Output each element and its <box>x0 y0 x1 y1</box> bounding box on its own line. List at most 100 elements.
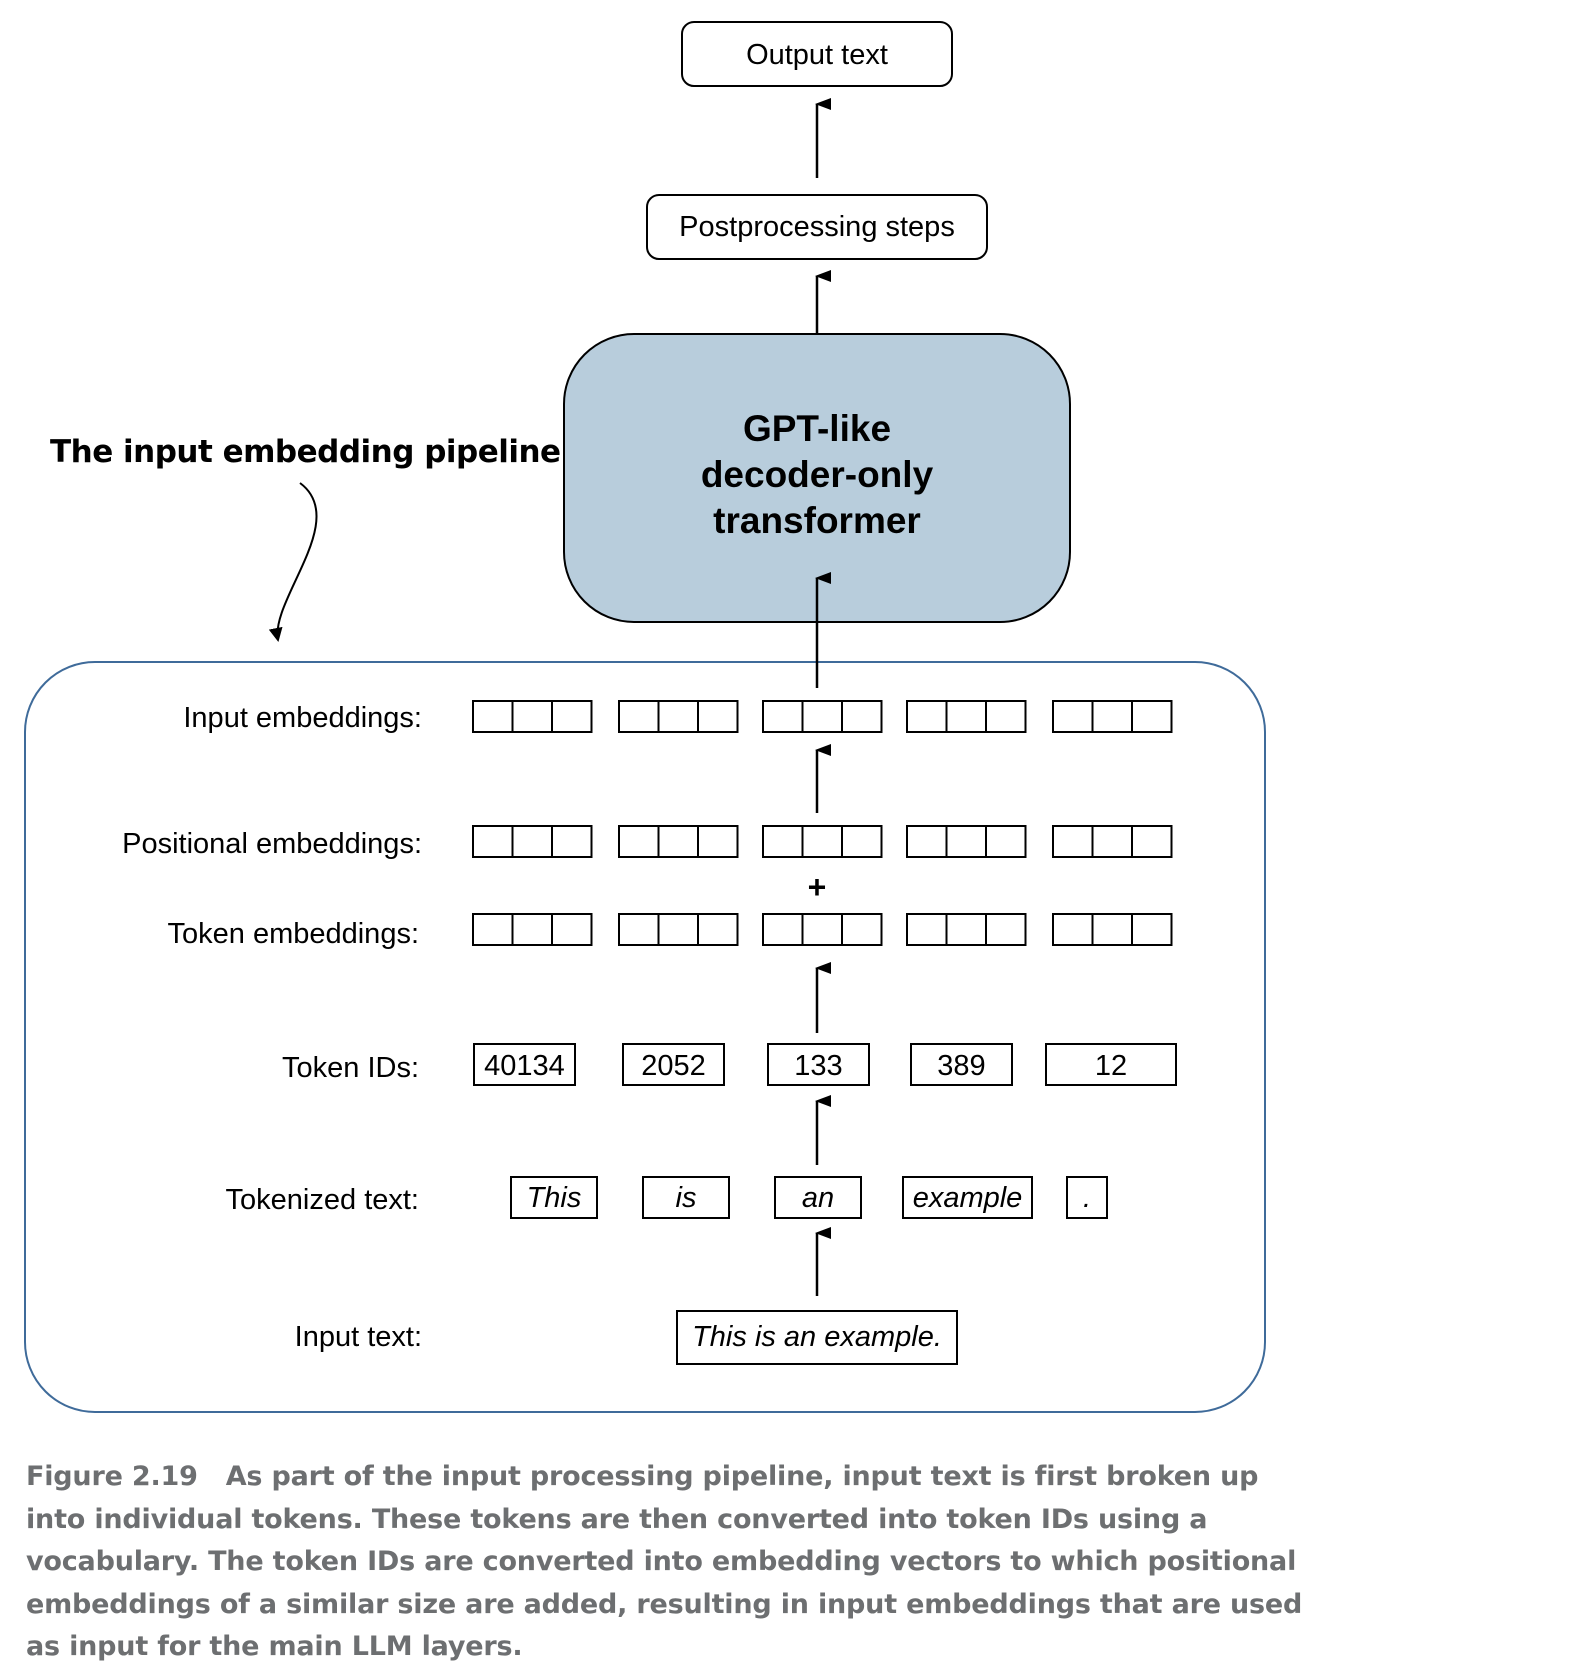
token-embedding-cell <box>551 913 593 946</box>
token-text: example <box>913 1182 1023 1214</box>
positional-embedding-cell <box>472 825 514 858</box>
positional-embedding-cell <box>618 825 660 858</box>
token-box: an <box>774 1176 862 1219</box>
token-embedding-cell <box>697 913 739 946</box>
input-text-node: This is an example. <box>676 1310 958 1365</box>
input-embedding-cell <box>618 700 660 733</box>
token-embedding-vector <box>1052 913 1173 946</box>
pipeline-title-pointer-arrow <box>268 482 318 642</box>
row-label-tokenized-text: Tokenized text: <box>226 1184 419 1216</box>
token-embeddings-row <box>472 913 1173 946</box>
row-label-input-text: Input text: <box>295 1321 422 1353</box>
row-label-token-ids: Token IDs: <box>282 1052 419 1084</box>
token-embedding-cell <box>1052 913 1094 946</box>
positional-embedding-cell <box>1091 825 1133 858</box>
token-embedding-cell <box>657 913 699 946</box>
input-embedding-cell <box>906 700 948 733</box>
token-text: This <box>527 1182 582 1214</box>
token-embedding-cell <box>906 913 948 946</box>
positional-embeddings-row <box>472 825 1173 858</box>
positional-embedding-cell <box>1052 825 1094 858</box>
positional-embedding-vector <box>1052 825 1173 858</box>
pipeline-container <box>24 661 1266 1413</box>
token-box: This <box>510 1176 598 1219</box>
postprocessing-node: Postprocessing steps <box>646 194 988 260</box>
token-embedding-cell <box>618 913 660 946</box>
token-text: is <box>676 1182 697 1214</box>
input-embedding-cell <box>801 700 843 733</box>
transformer-node: GPT-like decoder-only transformer <box>563 333 1071 623</box>
row-label-input-embeddings: Input embeddings: <box>183 702 422 734</box>
positional-embedding-cell <box>841 825 883 858</box>
token-id-box: 40134 <box>473 1043 576 1086</box>
token-embedding-cell <box>511 913 553 946</box>
positional-embedding-cell <box>801 825 843 858</box>
plus-sign: + <box>808 869 827 905</box>
input-embedding-cell <box>1131 700 1173 733</box>
token-embedding-cell <box>762 913 804 946</box>
positional-embedding-cell <box>1131 825 1173 858</box>
token-embedding-vector <box>472 913 593 946</box>
positional-embedding-vector <box>762 825 883 858</box>
positional-embedding-cell <box>906 825 948 858</box>
token-box: example <box>902 1176 1033 1219</box>
token-id-value: 12 <box>1095 1050 1127 1082</box>
token-id-box: 389 <box>910 1043 1013 1086</box>
tokenized-text-row: This is an example. <box>510 1176 1108 1219</box>
input-embedding-vector <box>472 700 593 733</box>
token-embedding-cell <box>472 913 514 946</box>
input-embedding-vector <box>762 700 883 733</box>
token-text: an <box>802 1182 834 1214</box>
row-label-token-embeddings: Token embeddings: <box>168 918 420 950</box>
positional-embedding-cell <box>657 825 699 858</box>
input-embedding-vector <box>618 700 739 733</box>
output-text-label: Output text <box>746 39 888 71</box>
positional-embedding-vector <box>618 825 739 858</box>
token-id-box: 12 <box>1045 1043 1177 1086</box>
positional-embedding-cell <box>945 825 987 858</box>
token-embedding-vector <box>762 913 883 946</box>
token-embedding-vector <box>618 913 739 946</box>
token-embedding-cell <box>945 913 987 946</box>
token-embedding-cell <box>985 913 1027 946</box>
token-text: . <box>1083 1182 1091 1214</box>
token-embedding-cell <box>801 913 843 946</box>
token-id-box: 2052 <box>622 1043 725 1086</box>
transformer-line-3: transformer <box>713 500 921 541</box>
input-embedding-cell <box>945 700 987 733</box>
input-embedding-cell <box>551 700 593 733</box>
token-embedding-cell <box>841 913 883 946</box>
transformer-line-2: decoder-only <box>701 454 934 495</box>
figure-caption-text: As part of the input processing pipeline… <box>26 1461 1303 1662</box>
input-embedding-cell <box>657 700 699 733</box>
pipeline-title: The input embedding pipeline <box>50 434 561 470</box>
positional-embedding-cell <box>762 825 804 858</box>
token-id-value: 40134 <box>484 1050 565 1082</box>
output-text-node: Output text <box>681 21 953 87</box>
positional-embedding-vector <box>472 825 593 858</box>
input-embedding-vector <box>1052 700 1173 733</box>
input-embeddings-row <box>472 700 1173 733</box>
token-id-box: 133 <box>767 1043 870 1086</box>
token-embedding-cell <box>1091 913 1133 946</box>
positional-embedding-vector <box>906 825 1027 858</box>
token-id-value: 389 <box>937 1050 985 1082</box>
token-embedding-vector <box>906 913 1027 946</box>
input-embedding-cell <box>762 700 804 733</box>
positional-embedding-cell <box>511 825 553 858</box>
input-embedding-cell <box>985 700 1027 733</box>
input-text-value: This is an example. <box>692 1321 942 1353</box>
positional-embedding-cell <box>551 825 593 858</box>
input-embedding-cell <box>1052 700 1094 733</box>
token-id-value: 133 <box>794 1050 842 1082</box>
input-embedding-cell <box>472 700 514 733</box>
positional-embedding-cell <box>985 825 1027 858</box>
input-embedding-cell <box>841 700 883 733</box>
input-embedding-vector <box>906 700 1027 733</box>
token-box: is <box>642 1176 730 1219</box>
token-embedding-cell <box>1131 913 1173 946</box>
input-embedding-cell <box>697 700 739 733</box>
token-box: . <box>1066 1176 1108 1219</box>
token-ids-row: 40134 2052 133 389 12 <box>473 1043 1177 1086</box>
